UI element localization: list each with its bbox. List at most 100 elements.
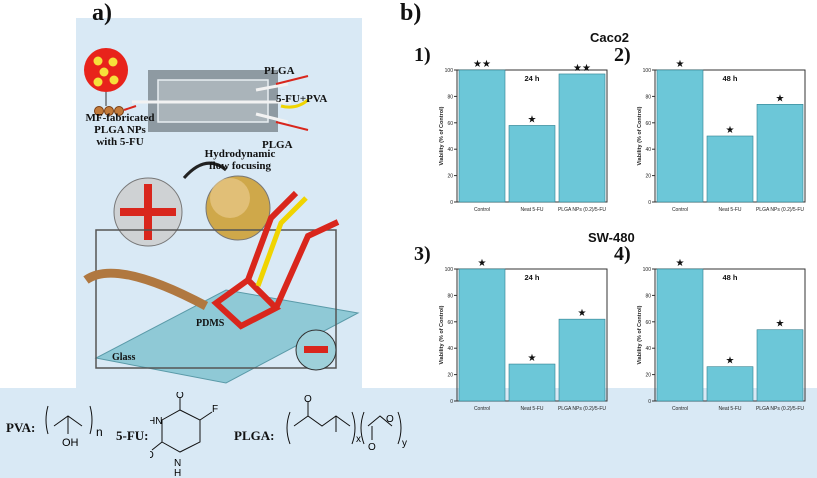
bar-2 [756,329,804,402]
svg-text:y: y [402,438,407,449]
significance-stars: ★ [676,59,685,70]
svg-text:N: N [174,458,181,469]
pdms-label: PDMS [196,318,225,329]
category-label: PLGA NPs (0.2)/5-FU [756,207,804,213]
bar-2 [756,104,804,203]
fluorouracil-structure: O F HN O N H [150,392,218,476]
y-tick-label: 100 [445,68,454,74]
group-title-caco2: Caco2 [590,30,630,45]
significance-stars: ★ [676,258,685,269]
svg-text:x: x [356,434,361,445]
y-tick-label: 80 [645,94,651,100]
panel-b-label: b) [400,0,422,26]
category-label: Control [474,406,490,412]
y-tick-label: 40 [447,147,453,153]
y-tick-label: 100 [445,267,454,273]
y-tick-label: 0 [450,399,453,405]
significance-stars: ★★ [473,59,491,70]
y-tick-label: 80 [447,293,453,299]
plga-structure: O x O O y [286,394,407,453]
bar-0 [656,69,704,203]
svg-text:O: O [150,450,154,461]
category-label: Neat 5-FU [520,207,543,213]
chip-3d [94,289,360,384]
svg-text:F: F [212,404,218,415]
chart-title: 24 h [524,273,539,282]
category-label: Neat 5-FU [718,207,741,213]
chem-pva-label: PVA: [6,420,36,435]
category-label: Control [672,406,688,412]
y-tick-label: 0 [648,200,651,206]
bar-0 [458,268,506,402]
significance-stars: ★★ [573,63,591,74]
y-tick-label: 40 [645,346,651,352]
bar-1 [508,363,556,402]
plga-top-label: PLGA [264,65,295,77]
subpanel-2-label: 2) [614,44,631,66]
glass-label: Glass [112,352,136,363]
chart-title: 24 h [524,74,539,83]
chem-plga-label: PLGA: [234,428,275,443]
significance-stars: ★ [776,93,785,104]
significance-stars: ★ [578,308,587,319]
y-tick-label: 60 [645,121,651,127]
np-caption: MF-fabricated PLGA NPs with 5-FU [85,112,155,148]
y-tick-label: 20 [645,174,651,180]
subpanel-4-label: 4) [614,243,631,265]
bar-0 [656,268,704,402]
subpanel-1-label: 1) [414,44,431,66]
svg-text:HN: HN [150,416,162,427]
svg-text:n: n [96,425,103,439]
category-label: Neat 5-FU [520,406,543,412]
y-tick-label: 0 [648,399,651,405]
y-tick-label: 40 [447,346,453,352]
focus-caption: Hydrodynamic flow focusing [204,148,276,172]
chart-title: 48 h [722,74,737,83]
y-axis-label: Viability (% of Control) [439,106,445,165]
category-label: PLGA NPs (0.2)/5-FU [558,207,606,213]
bar-1 [706,366,754,402]
plga-bottom-label: PLGA [262,139,293,151]
panel-a-label: a) [92,0,112,26]
svg-text:O: O [176,392,184,401]
y-tick-label: 40 [645,147,651,153]
significance-stars: ★ [776,319,785,330]
significance-stars: ★ [726,356,735,367]
chemical-structures-band [0,388,817,478]
chem-fu-label: 5-FU: [116,428,149,443]
fu-pva-label: 5-FU+PVA [276,93,328,105]
svg-text:H: H [174,468,181,476]
svg-text:O: O [368,442,376,453]
significance-stars: ★ [478,258,487,269]
group-title-sw480: SW-480 [588,230,635,245]
y-tick-label: 80 [447,94,453,100]
significance-stars: ★ [726,125,735,136]
svg-text:OH: OH [62,437,79,449]
y-tick-label: 20 [447,174,453,180]
significance-stars: ★ [528,114,537,125]
significance-stars: ★ [528,353,537,364]
subpanel-3-label: 3) [414,243,431,265]
y-axis-label: Viability (% of Control) [439,305,445,364]
y-tick-label: 20 [447,373,453,379]
y-tick-label: 100 [643,267,652,273]
category-label: Control [672,207,688,213]
category-label: Control [474,207,490,213]
y-tick-label: 60 [645,320,651,326]
svg-text:O: O [304,394,312,405]
svg-text:O: O [386,414,394,425]
chart-title: 48 h [722,273,737,282]
bar-2 [558,318,606,402]
category-label: PLGA NPs (0.2)/5-FU [558,406,606,412]
bar-0 [458,69,506,203]
category-label: Neat 5-FU [718,406,741,412]
y-tick-label: 100 [643,68,652,74]
bar-1 [508,125,556,203]
bar-1 [706,135,754,203]
y-tick-label: 20 [645,373,651,379]
category-label: PLGA NPs (0.2)/5-FU [756,406,804,412]
